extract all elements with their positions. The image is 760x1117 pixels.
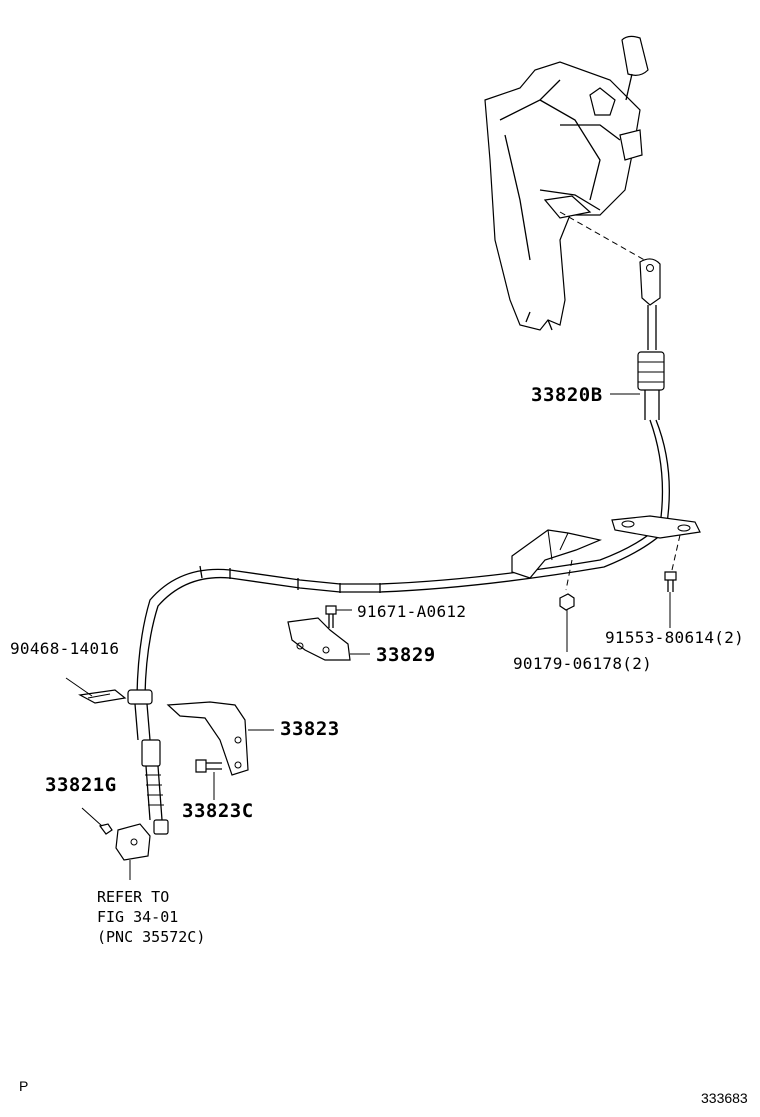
label-cable-assy: 33820B — [531, 384, 603, 406]
cable-upper-end — [637, 258, 665, 420]
figure-number: 333683 — [701, 1090, 748, 1106]
bracket-33829 — [287, 617, 370, 661]
refer-note-line2: FIG 34-01 — [97, 908, 179, 926]
label-bracket-cable: 33829 — [376, 644, 436, 666]
label-nut: 90179-06178(2) — [513, 654, 653, 673]
label-bracket-lower: 33823 — [280, 718, 340, 740]
cable-lower-end — [127, 689, 169, 835]
label-bolt-b: 91553-80614(2) — [605, 628, 745, 647]
cable-bracket-mid — [511, 529, 602, 591]
refer-note-line1: REFER TO — [97, 888, 170, 906]
retainer-plate — [81, 807, 151, 880]
bolt-33823c — [195, 759, 222, 800]
label-retainer: 33821G — [45, 774, 117, 796]
shift-lever-assembly — [484, 35, 649, 331]
label-bolt-c: 33823C — [182, 800, 254, 822]
nut-part — [559, 593, 575, 652]
bracket-33823 — [166, 701, 274, 776]
label-bolt-a: 91671-A0612 — [357, 602, 467, 621]
label-clip: 90468-14016 — [10, 639, 120, 658]
connection-dashed-line — [559, 211, 649, 263]
mount-plate — [611, 515, 701, 571]
footer-left-mark: P — [19, 1078, 29, 1094]
clip-part — [65, 677, 127, 704]
refer-note-line3: (PNC 35572C) — [97, 928, 206, 946]
bolt-part-mid — [325, 605, 352, 628]
bolt-part-right — [664, 571, 677, 628]
